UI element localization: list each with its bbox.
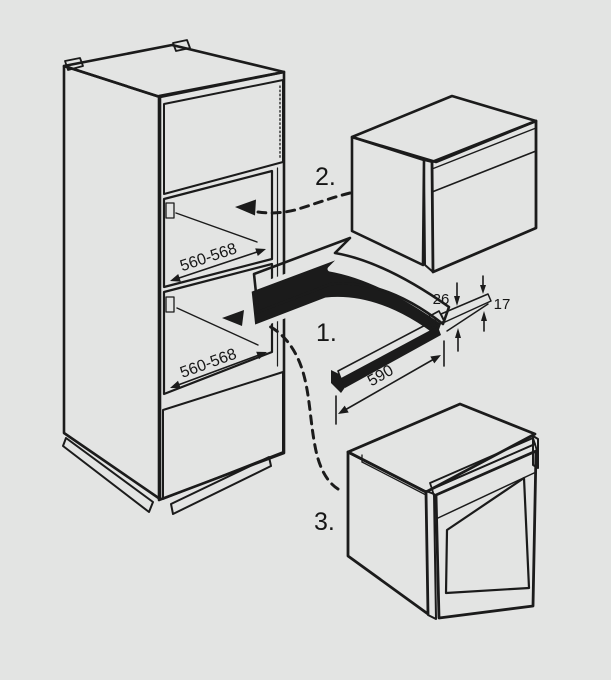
dashed-route-step3 (222, 310, 340, 491)
cabinet-top-tab-right (172, 39, 191, 52)
cabinet-plinth-side (62, 437, 154, 513)
dim-arrowhead (455, 328, 461, 338)
insertion-arrow (246, 236, 451, 343)
dim-arrowhead (430, 355, 441, 364)
dim-arrowhead (454, 296, 460, 306)
niche-lower-floor-line (176, 307, 259, 346)
oven-control-panel-divider (437, 472, 535, 519)
dim-arrowhead (481, 311, 487, 321)
trim-strip-rail (440, 293, 492, 323)
compact-appliance-door-top-line (431, 127, 537, 170)
dim-26-label: 26 (433, 291, 450, 308)
dim-arrowhead (255, 248, 266, 256)
compact-appliance-side (350, 135, 426, 267)
oven (346, 402, 539, 620)
oven-door-window (444, 476, 531, 595)
cabinet-plinth-front (170, 456, 272, 515)
oven-handle-end-cap (532, 435, 539, 469)
dimension-26: 26 (433, 282, 461, 352)
compact-appliance-panel-divider (431, 150, 537, 193)
oven-top-groove (361, 461, 427, 496)
insertion-arrow-shadow (246, 251, 447, 343)
dim-arrowhead (256, 351, 267, 360)
dim-arrowhead (170, 274, 181, 282)
niche-lower-opening (162, 262, 274, 396)
route-arrowhead (222, 310, 244, 326)
cabinet-top-tab-left (64, 57, 84, 71)
dimension-17: 17 (480, 275, 511, 332)
oven-door-edge (425, 490, 437, 620)
insertion-arrow-face (252, 236, 451, 326)
dashed-route-step2 (235, 191, 352, 216)
dim-17-label: 17 (494, 296, 511, 313)
niche-lower-notch (165, 296, 175, 313)
compact-appliance-door (430, 119, 538, 274)
step-label-2: 2. (315, 163, 336, 191)
cabinet-top (62, 43, 286, 99)
compact-appliance (350, 94, 538, 274)
niche-upper-opening (162, 169, 274, 289)
niche-upper-notch (165, 202, 175, 219)
step-label-1: 1. (316, 319, 337, 347)
step-label-3: 3. (314, 508, 335, 536)
oven-door (434, 449, 538, 620)
trim-strip (331, 293, 492, 393)
niche-upper-floor-line (175, 212, 258, 243)
dim-arrowhead (170, 380, 181, 389)
cabinet-upper-door (163, 79, 284, 195)
trim-strip-hook (331, 370, 346, 393)
route-arrowhead (235, 199, 256, 216)
cabinet-lower-door (162, 371, 284, 500)
dim-arrowhead (480, 285, 486, 294)
trim-strip-front-face (341, 327, 441, 388)
trim-strip-rail-bottom-edge (446, 303, 489, 332)
dim-arrowhead (338, 405, 349, 414)
